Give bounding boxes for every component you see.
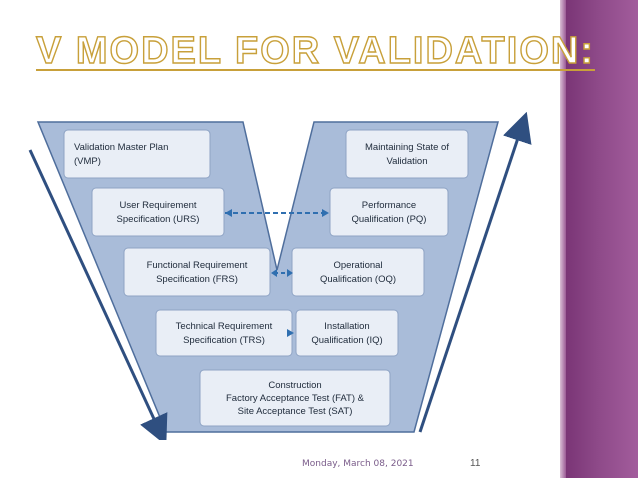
svg-text:Technical Requirement: Technical Requirement: [176, 321, 273, 332]
box-frs: Functional Requirement Specification (FR…: [123, 247, 271, 297]
svg-text:Operational: Operational: [333, 260, 382, 271]
svg-text:Validation: Validation: [386, 156, 427, 167]
v-model-diagram: Validation Master Plan (VMP) User Requir…: [28, 111, 532, 440]
svg-text:Specification (FRS): Specification (FRS): [156, 274, 238, 285]
svg-text:Performance: Performance: [362, 200, 416, 211]
svg-text:Functional Requirement: Functional Requirement: [147, 260, 248, 271]
frs-oq-right-arrowhead: [287, 269, 293, 277]
box-vmp: Validation Master Plan (VMP): [63, 129, 211, 179]
decorative-sidebar: [566, 0, 638, 478]
svg-text:Maintaining State of: Maintaining State of: [365, 142, 449, 153]
slide-title: V MODEL FOR VALIDATION:: [35, 29, 595, 72]
urs-pq-right-arrowhead: [322, 209, 329, 217]
svg-text:Site Acceptance Test (SAT): Site Acceptance Test (SAT): [238, 406, 353, 417]
box-oq: Operational Qualification (OQ): [291, 247, 425, 297]
slide-page-number: 11: [470, 458, 481, 469]
urs-pq-left-arrowhead: [225, 209, 232, 217]
svg-text:Validation Master Plan: Validation Master Plan: [74, 142, 168, 153]
box-pq: Performance Qualification (PQ): [329, 187, 449, 237]
trs-iq-arrowhead: [287, 329, 294, 337]
svg-text:Specification (TRS): Specification (TRS): [183, 335, 265, 346]
svg-text:Installation: Installation: [324, 321, 369, 332]
svg-text:Qualification (OQ): Qualification (OQ): [320, 274, 396, 285]
slide-date: Monday, March 08, 2021: [302, 459, 414, 469]
svg-text:User Requirement: User Requirement: [119, 200, 196, 211]
box-iq: Installation Qualification (IQ): [295, 309, 399, 357]
box-urs: User Requirement Specification (URS): [91, 187, 225, 237]
box-maintain: Maintaining State of Validation: [345, 129, 469, 179]
sidebar-edge: [560, 0, 566, 478]
svg-text:Construction: Construction: [268, 380, 321, 391]
svg-text:Factory Acceptance Test (FAT): Factory Acceptance Test (FAT) &: [226, 393, 365, 404]
box-trs: Technical Requirement Specification (TRS…: [155, 309, 293, 357]
left-down-arrow: [28, 149, 168, 440]
svg-text:Qualification (PQ): Qualification (PQ): [352, 214, 427, 225]
svg-text:Qualification (IQ): Qualification (IQ): [311, 335, 382, 346]
svg-text:Specification (URS): Specification (URS): [117, 214, 200, 225]
frs-oq-left-arrowhead: [271, 269, 277, 277]
box-construction: Construction Factory Acceptance Test (FA…: [199, 369, 391, 427]
right-up-arrow: [418, 111, 532, 433]
svg-text:(VMP): (VMP): [74, 156, 101, 167]
